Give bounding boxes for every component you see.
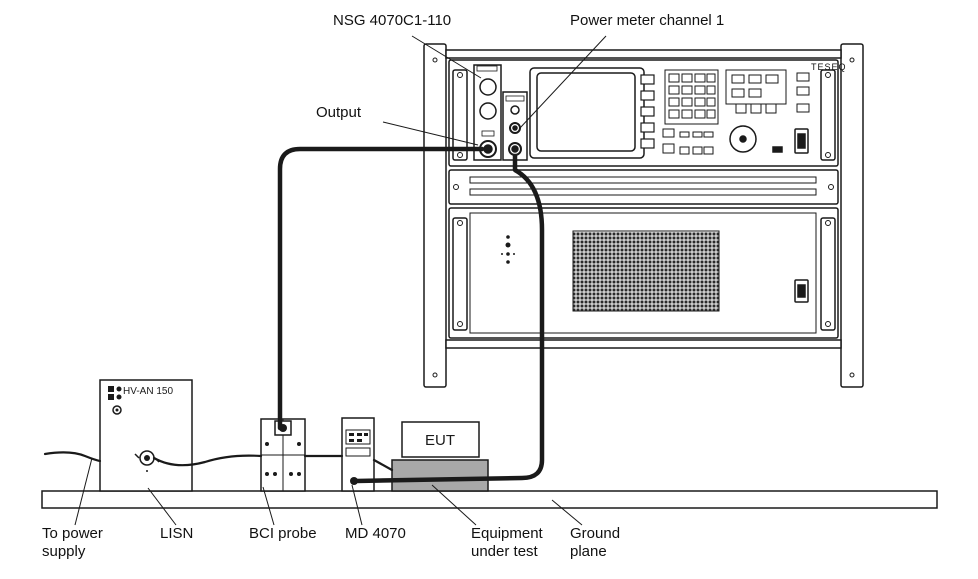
- label-bci-probe: BCI probe: [249, 525, 317, 542]
- rack-brand: TESEQ: [811, 62, 847, 72]
- label-ground-plane: Ground plane: [570, 525, 620, 561]
- label-equipment-line1: Equipment: [471, 525, 543, 542]
- lisn-box: [99, 379, 193, 492]
- eut-box: [401, 421, 480, 458]
- nsg-right-handle: [820, 69, 836, 161]
- amplifier-vent-grille: [572, 230, 720, 312]
- label-ground-line2: plane: [570, 543, 607, 560]
- nsg-function-keys: [725, 69, 810, 114]
- label-lisn: LISN: [160, 525, 194, 542]
- nsg-keypad: [664, 69, 719, 125]
- eut-assembly: [391, 421, 489, 492]
- label-output: Output: [316, 104, 362, 121]
- rack-blank-panel: [448, 169, 839, 205]
- output-cable: [277, 146, 485, 431]
- nsg-display-screen: [536, 72, 636, 152]
- rack-right-post: [840, 43, 864, 388]
- label-ground-line1: Ground: [570, 525, 621, 542]
- amplifier-indicators: [501, 235, 515, 264]
- md-to-eut-cable: [372, 458, 394, 472]
- label-to-power-supply-line1: To power: [42, 525, 103, 542]
- eut-base: [391, 459, 489, 492]
- lisn-to-bci-cable: [152, 454, 263, 467]
- label-equipment-under-test: Equipment under test: [471, 525, 543, 561]
- label-nsg: NSG 4070C1-110: [333, 12, 452, 29]
- label-power-meter: Power meter channel 1: [570, 12, 725, 29]
- label-to-power-supply-line2: supply: [42, 543, 86, 560]
- eut-label: EUT: [425, 432, 455, 449]
- power-supply-cable: [43, 451, 102, 463]
- nsg-left-handle: [452, 69, 468, 161]
- rack-top-rail: [445, 49, 842, 59]
- equipment-rack: [423, 43, 864, 388]
- label-md4070: MD 4070: [345, 525, 406, 542]
- module-connector-2: [479, 102, 497, 120]
- leader-lines: [74, 35, 607, 526]
- ground-plane: [41, 490, 938, 509]
- module-connector-1: [479, 78, 497, 96]
- lisn-model-label: HV-AN 150: [123, 386, 173, 397]
- power-meter-cable: [353, 153, 545, 484]
- label-equipment-line2: under test: [471, 543, 538, 560]
- label-to-power-supply: To power supply: [42, 525, 103, 561]
- bci-probe: [260, 418, 306, 492]
- rack-left-post: [423, 43, 447, 388]
